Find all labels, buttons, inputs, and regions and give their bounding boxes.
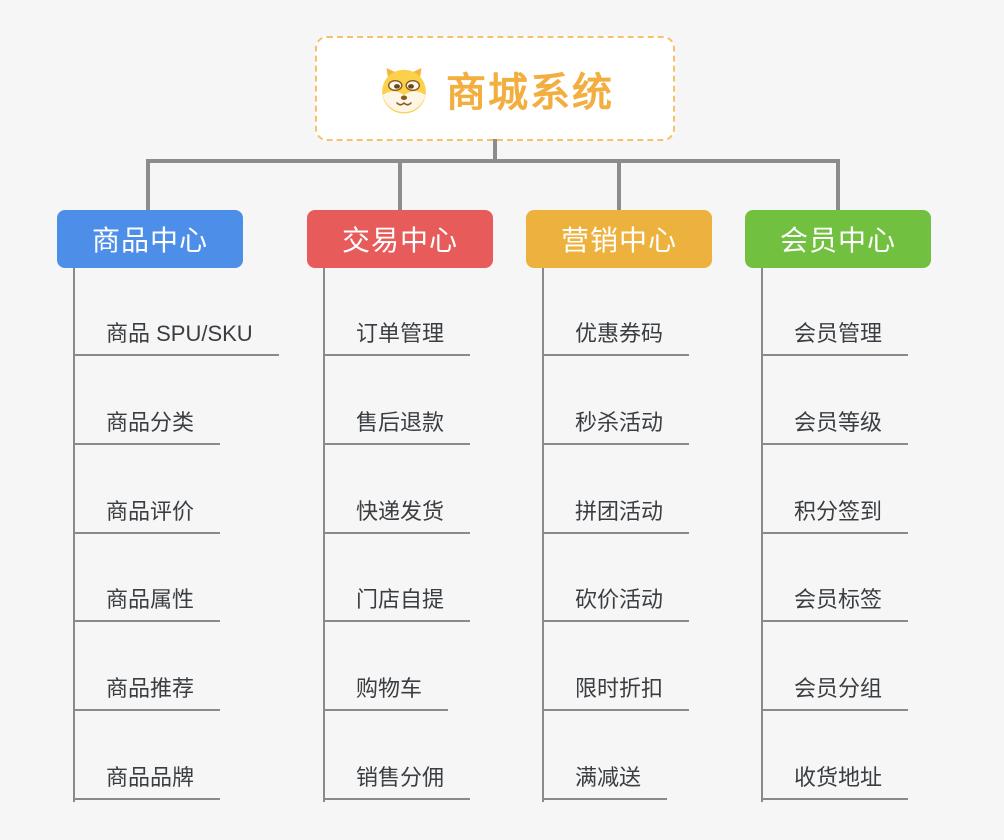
root-topic-label: 商城系统 bbox=[446, 70, 614, 115]
branch-topic[interactable]: 交易中心 bbox=[307, 210, 493, 268]
leaf-topic[interactable]: 会员等级 bbox=[761, 411, 909, 445]
branch-trunk-line bbox=[323, 268, 325, 802]
branch-1: 商品中心 商品 SPU/SKU 商品分类商品评价商品属性商品推荐商品品牌 bbox=[57, 210, 297, 810]
leaf-topic[interactable]: 秒杀活动 bbox=[542, 411, 690, 445]
leaf-topic[interactable]: 商品评价 bbox=[73, 500, 221, 534]
dog-face-icon bbox=[382, 67, 426, 113]
leaf-topic[interactable]: 满减送 bbox=[542, 766, 668, 800]
leaf-topic[interactable]: 优惠券码 bbox=[542, 322, 690, 356]
branch-trunk-line bbox=[73, 268, 75, 802]
leaf-topic[interactable]: 限时折扣 bbox=[542, 677, 690, 711]
leaf-topic[interactable]: 商品 SPU/SKU bbox=[73, 322, 279, 356]
leaf-topic[interactable]: 购物车 bbox=[323, 677, 449, 711]
leaf-topic[interactable]: 快递发货 bbox=[323, 500, 471, 534]
branch-3: 营销中心 优惠券码秒杀活动拼团活动砍价活动限时折扣满减送 bbox=[526, 210, 766, 810]
leaf-topic[interactable]: 商品属性 bbox=[73, 588, 221, 622]
leaf-topic[interactable]: 收货地址 bbox=[761, 766, 909, 800]
branch-4: 会员中心 会员管理会员等级积分签到会员标签会员分组收货地址 bbox=[745, 210, 985, 810]
connector-drop-1 bbox=[146, 159, 150, 210]
leaf-topic[interactable]: 商品推荐 bbox=[73, 677, 221, 711]
leaf-topic[interactable]: 会员分组 bbox=[761, 677, 909, 711]
leaf-topic[interactable]: 销售分佣 bbox=[323, 766, 471, 800]
leaf-topic[interactable]: 积分签到 bbox=[761, 500, 909, 534]
root-topic[interactable]: 商城系统 bbox=[315, 36, 675, 141]
connector-bus bbox=[146, 159, 840, 163]
connector-root-drop bbox=[493, 139, 497, 161]
branch-trunk-line bbox=[542, 268, 544, 802]
connector-drop-4 bbox=[836, 159, 840, 210]
leaf-topic[interactable]: 门店自提 bbox=[323, 588, 471, 622]
leaf-topic[interactable]: 售后退款 bbox=[323, 411, 471, 445]
branch-trunk-line bbox=[761, 268, 763, 802]
branch-topic[interactable]: 商品中心 bbox=[57, 210, 243, 268]
leaf-topic[interactable]: 会员管理 bbox=[761, 322, 909, 356]
branch-topic[interactable]: 会员中心 bbox=[745, 210, 931, 268]
leaf-topic[interactable]: 商品品牌 bbox=[73, 766, 221, 800]
leaf-topic[interactable]: 砍价活动 bbox=[542, 588, 690, 622]
leaf-topic[interactable]: 拼团活动 bbox=[542, 500, 690, 534]
leaf-topic[interactable]: 订单管理 bbox=[323, 322, 471, 356]
branch-topic[interactable]: 营销中心 bbox=[526, 210, 712, 268]
leaf-topic[interactable]: 会员标签 bbox=[761, 588, 909, 622]
connector-drop-3 bbox=[617, 159, 621, 210]
branch-2: 交易中心 订单管理售后退款快递发货门店自提购物车销售分佣 bbox=[307, 210, 547, 810]
connector-drop-2 bbox=[398, 159, 402, 210]
leaf-topic[interactable]: 商品分类 bbox=[73, 411, 221, 445]
